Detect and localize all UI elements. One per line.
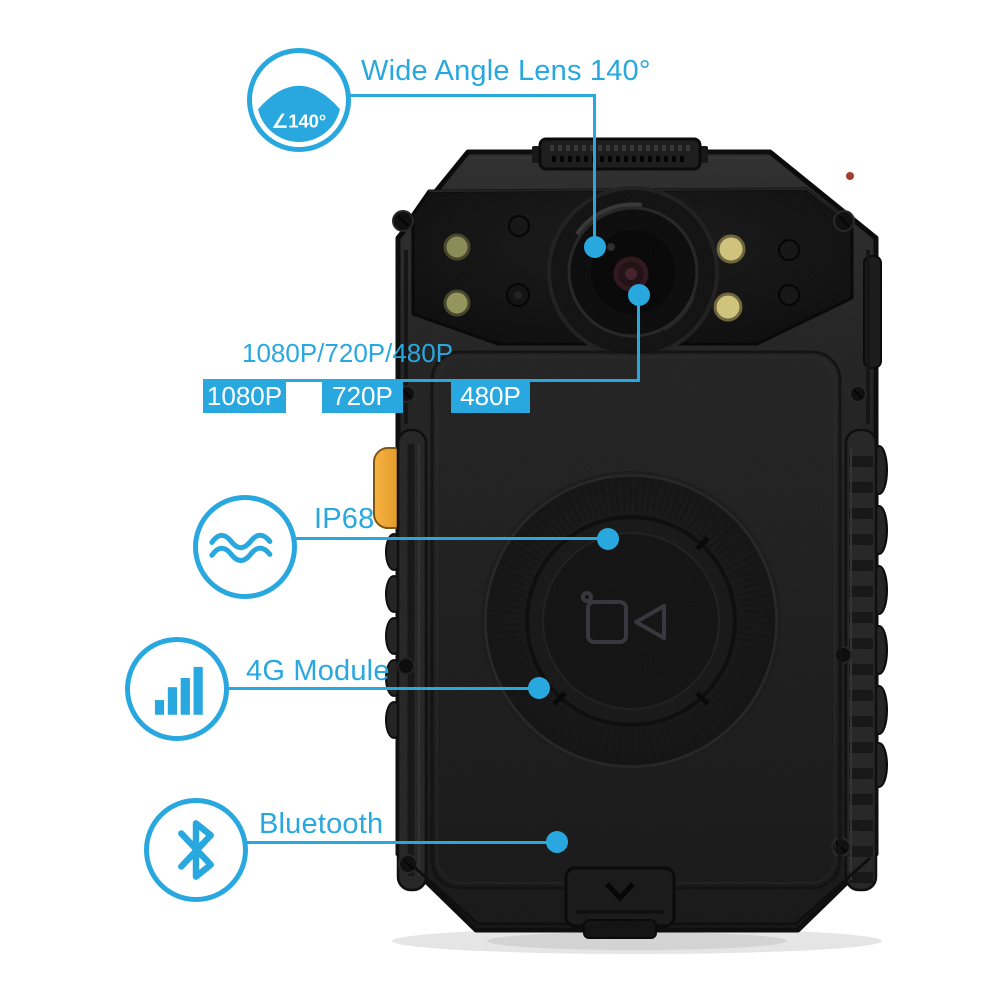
4g-module-label: 4G Module (246, 655, 390, 687)
pointer-dot-ip68 (597, 528, 619, 550)
pointer-dot-bluetooth (546, 831, 568, 853)
ip68-label: IP68 (314, 503, 375, 535)
connector-wide-angle-horizontal (349, 94, 596, 97)
lens-angle-text: ∠140° (272, 111, 327, 132)
resolution-title: 1080P/720P/480P (242, 338, 454, 368)
bluetooth-icon (178, 820, 214, 880)
connector-4g (227, 687, 539, 690)
wide-angle-label: Wide Angle Lens 140° (361, 55, 651, 87)
pointer-dot-4g (528, 677, 550, 699)
resolution-badge-720p: 720P (322, 379, 403, 413)
bluetooth-label: Bluetooth (259, 808, 384, 840)
connector-bluetooth (247, 841, 557, 844)
signal-bars-icon (154, 666, 203, 715)
wide-angle-callout-circle: ∠140° (247, 48, 351, 152)
lens-angle-icon: ∠140° (258, 85, 340, 142)
pointer-dot-lens-top (584, 236, 606, 258)
resolution-badge-1080p: 1080P (203, 379, 286, 413)
4g-callout-circle (125, 637, 229, 741)
pointer-dot-lens-bottom (628, 284, 650, 306)
connector-resolution-horizontal (203, 379, 640, 382)
resolution-badge-480p: 480P (451, 379, 530, 413)
bluetooth-callout-circle (144, 798, 248, 902)
connector-resolution-vertical (637, 295, 640, 381)
connector-ip68 (295, 537, 608, 540)
ip68-callout-circle (193, 495, 297, 599)
connector-wide-angle-vertical (593, 94, 596, 247)
water-waves-icon (209, 532, 273, 564)
texture-noise (374, 136, 884, 944)
